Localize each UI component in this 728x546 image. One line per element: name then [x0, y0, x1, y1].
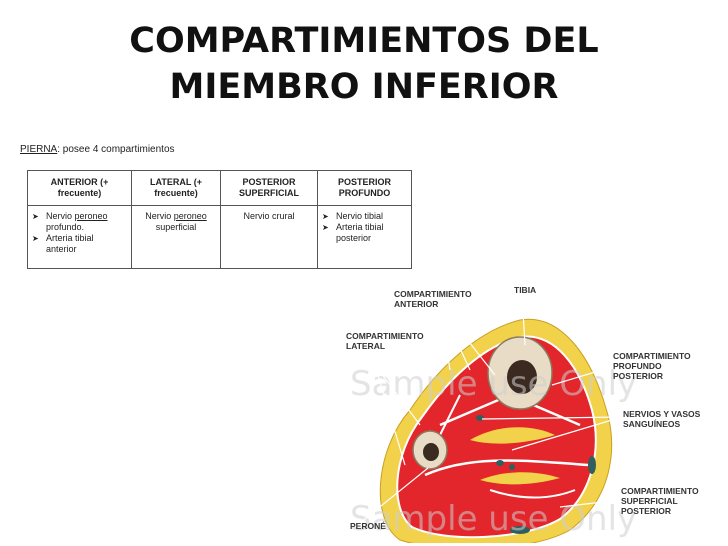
tibia-marrow	[507, 360, 537, 394]
vessel	[509, 464, 515, 470]
intro-text: PIERNA: posee 4 compartimientos	[20, 144, 175, 155]
label-anterior-1: COMPARTIMIENTO	[394, 289, 472, 299]
label-perone: PERONÉ	[350, 521, 386, 531]
label-anterior-2: ANTERIOR	[394, 299, 438, 309]
intro-rest: : posee 4 compartimientos	[57, 144, 175, 155]
label-tibia: TIBIA	[514, 285, 536, 295]
leader-lines	[359, 292, 623, 524]
label-nervios-2: SANGUÍNEOS	[623, 419, 680, 429]
leg-cross-section-diagram: Sample use Only Sample use Only COMPARTI…	[346, 285, 701, 543]
watermark-bottom: Sample use Only	[350, 499, 637, 539]
vessel	[496, 460, 504, 466]
label-superficial-3: POSTERIOR	[621, 506, 671, 516]
label-profundo-3: POSTERIOR	[613, 371, 663, 381]
label-profundo-1: COMPARTIMIENTO	[613, 351, 691, 361]
slide-title: COMPARTIMIENTOS DEL MIEMBRO INFERIOR	[0, 18, 728, 110]
list-item: Nervio tibial	[322, 211, 407, 222]
header-lateral: LATERAL (+frecuente)	[131, 170, 221, 206]
label-superficial-2: SUPERFICIAL	[621, 496, 678, 506]
fat-streak	[480, 472, 560, 485]
watermark-top: Sample use Only	[350, 364, 637, 404]
fascia-line	[489, 489, 576, 499]
vessel	[510, 526, 530, 534]
vessel	[588, 456, 596, 474]
label-nervios-1: NERVIOS Y VASOS	[623, 409, 701, 419]
vessel	[476, 415, 484, 421]
compartments-table: ANTERIOR (+frecuente) LATERAL (+frecuent…	[27, 170, 412, 269]
table-header-row: ANTERIOR (+frecuente) LATERAL (+frecuent…	[27, 170, 412, 206]
title-line-1: COMPARTIMIENTOS DEL	[129, 21, 599, 61]
title-line-2: MIEMBRO INFERIOR	[169, 67, 559, 107]
label-lateral-2: LATERAL	[346, 341, 385, 351]
label-lateral-1: COMPARTIMIENTO	[346, 331, 424, 341]
label-profundo-2: PROFUNDO	[613, 361, 662, 371]
intro-keyword: PIERNA	[20, 144, 58, 155]
fibula-marrow	[423, 443, 439, 461]
header-anterior: ANTERIOR (+frecuente)	[27, 170, 132, 206]
label-superficial-1: COMPARTIMIENTO	[621, 486, 699, 496]
fat-streak	[470, 427, 555, 444]
cell-posterior-superficial: Nervio crural	[220, 205, 318, 269]
